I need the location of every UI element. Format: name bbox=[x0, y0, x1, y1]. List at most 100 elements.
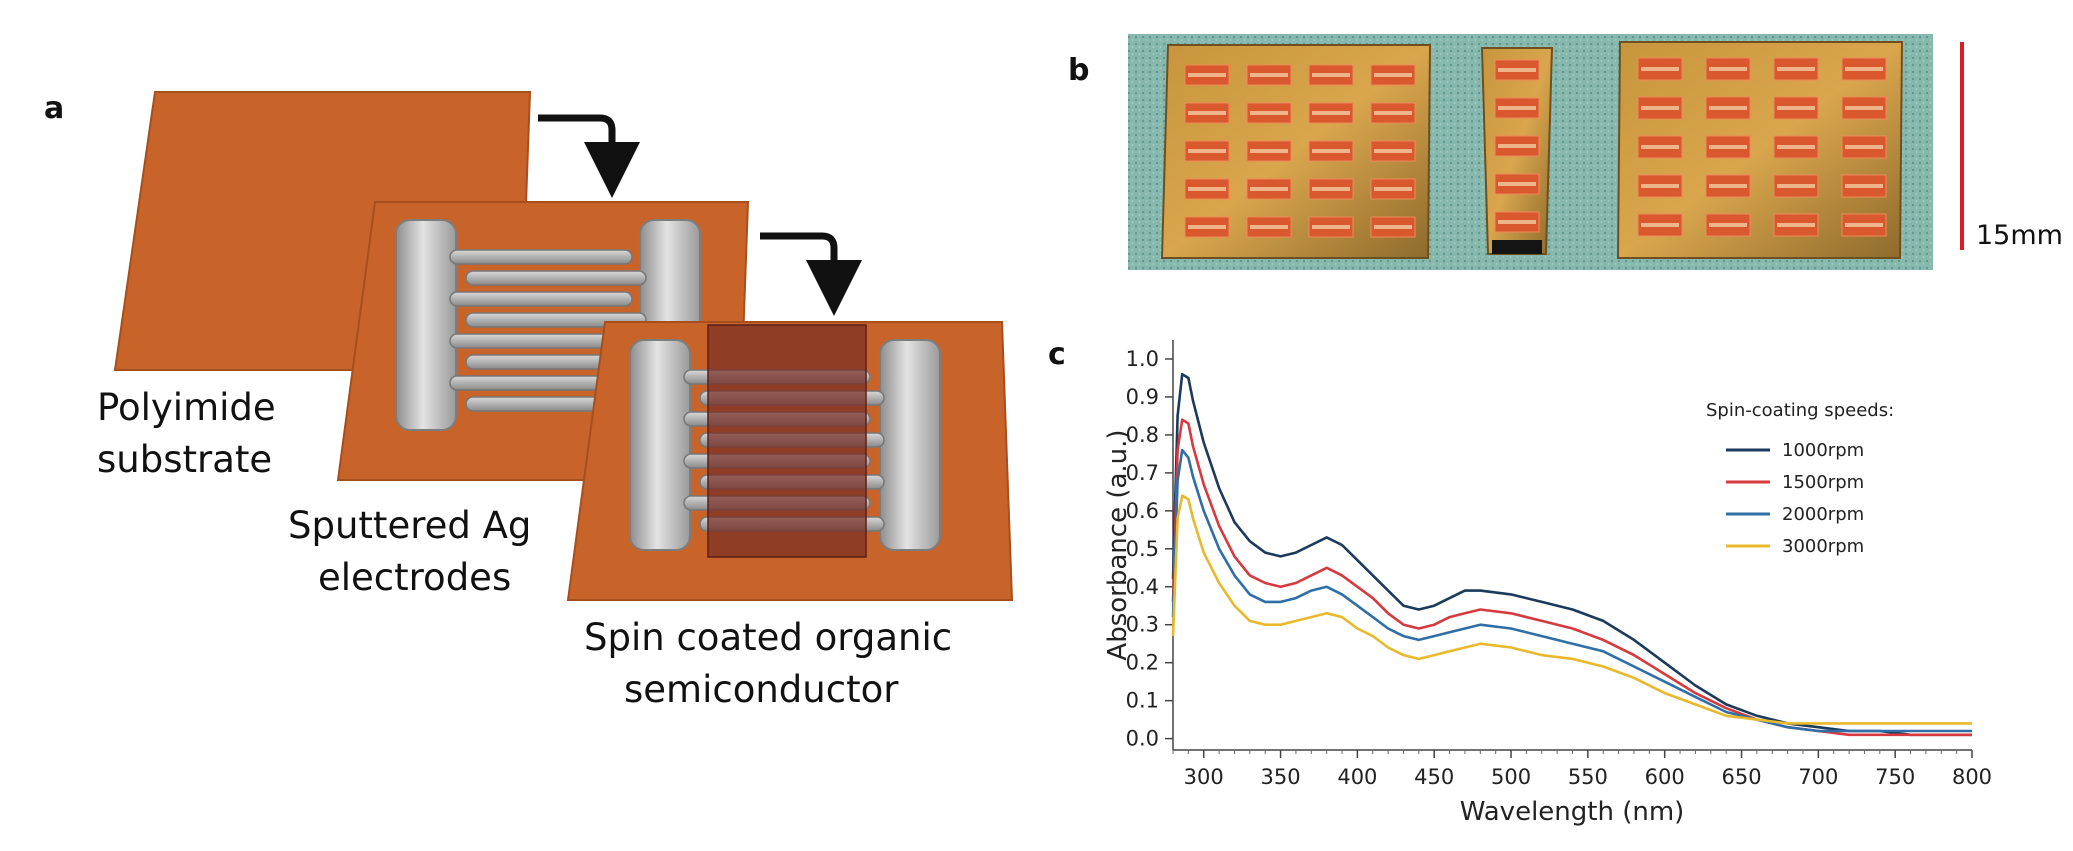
right-array-pad-gap bbox=[1845, 223, 1883, 227]
label-semiconductor-line2: semiconductor bbox=[624, 668, 899, 711]
series-line-3000rpm bbox=[1171, 494, 1972, 725]
right-array-pad-gap bbox=[1641, 145, 1679, 149]
left-array-pad-gap bbox=[1250, 73, 1288, 77]
right-array-pad-gap bbox=[1709, 106, 1747, 110]
left-array-pad-gap bbox=[1312, 149, 1350, 153]
x-tick-label: 550 bbox=[1568, 765, 1608, 789]
right-array-pad-gap bbox=[1777, 67, 1815, 71]
middle-array-pad-gap bbox=[1498, 220, 1536, 224]
right-array-pad-gap bbox=[1641, 184, 1679, 188]
x-tick-label: 600 bbox=[1645, 765, 1685, 789]
middle-array-pad-gap bbox=[1498, 68, 1536, 72]
right-array-pad-gap bbox=[1641, 223, 1679, 227]
left-array-pad-gap bbox=[1188, 149, 1226, 153]
series-line-1000rpm bbox=[1171, 372, 1972, 737]
series-line-1500rpm bbox=[1171, 418, 1972, 737]
left-array-pad-gap bbox=[1188, 225, 1226, 229]
right-array-pad-gap bbox=[1709, 223, 1747, 227]
legend-entry-3000rpm: 3000rpm bbox=[1782, 536, 1864, 557]
label-semiconductor-line1: Spin coated organic bbox=[584, 616, 952, 659]
right-array-pad-gap bbox=[1709, 184, 1747, 188]
x-tick-label: 350 bbox=[1261, 765, 1301, 789]
left-array-pad-gap bbox=[1374, 111, 1412, 115]
left-array-pad-gap bbox=[1312, 225, 1350, 229]
left-array-pad-gap bbox=[1250, 149, 1288, 153]
right-array-pad-gap bbox=[1709, 67, 1747, 71]
y-tick-label: 0.6 bbox=[1126, 499, 1159, 523]
right-array-pad-gap bbox=[1845, 145, 1883, 149]
right-array-pad-gap bbox=[1845, 106, 1883, 110]
process-arrow-1 bbox=[538, 114, 640, 198]
y-tick-label: 0.3 bbox=[1126, 613, 1159, 637]
right-array-pad-gap bbox=[1709, 145, 1747, 149]
left-array-pad-gap bbox=[1188, 111, 1226, 115]
left-array-pad-gap bbox=[1312, 187, 1350, 191]
y-tick-label: 1.0 bbox=[1126, 347, 1159, 371]
y-ticks: 0.0 0.1 0.2 0.3 0.4 0.5 0.6 0.7 0.8 0.9 1.0 bbox=[1126, 347, 1173, 751]
y-tick-label: 0.9 bbox=[1126, 385, 1159, 409]
right-array-pad-gap bbox=[1641, 67, 1679, 71]
x-tick-label: 650 bbox=[1721, 765, 1761, 789]
legend-entry-1500rpm: 1500rpm bbox=[1782, 472, 1864, 493]
right-array-pad-gap bbox=[1777, 145, 1815, 149]
x-tick-label: 450 bbox=[1414, 765, 1454, 789]
process-arrow-2 bbox=[760, 232, 862, 316]
y-tick-label: 0.0 bbox=[1126, 727, 1159, 751]
label-polyimide-line1: Polyimide bbox=[97, 386, 276, 429]
left-array-pad-gap bbox=[1250, 225, 1288, 229]
left-array-pad-gap bbox=[1374, 187, 1412, 191]
semiconductor-layer bbox=[566, 321, 1014, 601]
y-tick-label: 0.5 bbox=[1126, 537, 1159, 561]
y-tick-label: 0.2 bbox=[1126, 651, 1159, 675]
x-axis-title: Wavelength (nm) bbox=[1460, 797, 1685, 827]
y-axis-title: Absorbance (a.u.) bbox=[1103, 429, 1133, 660]
scale-bar-label: 15mm bbox=[1976, 220, 2063, 251]
x-ticks: 300 350 400 450 500 550 600 650 700 750 800 bbox=[1172, 750, 1992, 789]
middle-array-pad-gap bbox=[1498, 106, 1536, 110]
organic-semiconductor-film bbox=[707, 324, 867, 558]
x-tick-label: 500 bbox=[1491, 765, 1531, 789]
x-tick-label: 700 bbox=[1798, 765, 1838, 789]
left-array-pad-gap bbox=[1374, 149, 1412, 153]
left-array-pad-gap bbox=[1188, 187, 1226, 191]
left-array-pad-gap bbox=[1374, 73, 1412, 77]
chart-legend: Spin-coating speeds: 1000rpm 1500rpm 2000r… bbox=[1706, 400, 1894, 557]
x-tick-label: 300 bbox=[1184, 765, 1224, 789]
panel-a-letter: a bbox=[44, 91, 64, 126]
legend-entry-2000rpm: 2000rpm bbox=[1782, 504, 1864, 525]
legend-entry-1000rpm: 1000rpm bbox=[1782, 440, 1864, 461]
middle-array-pad-gap bbox=[1498, 182, 1536, 186]
x-tick-label: 750 bbox=[1875, 765, 1915, 789]
y-tick-label: 0.8 bbox=[1126, 423, 1159, 447]
right-array-pad-gap bbox=[1845, 67, 1883, 71]
right-array-pad-gap bbox=[1641, 106, 1679, 110]
device-photograph bbox=[1128, 34, 1933, 270]
left-array-pad-gap bbox=[1250, 111, 1288, 115]
left-array-pad-gap bbox=[1374, 225, 1412, 229]
x-tick-label: 800 bbox=[1952, 765, 1992, 789]
sensor-array-middle bbox=[1480, 47, 1554, 255]
middle-array-pad-gap bbox=[1498, 144, 1536, 148]
series-line-2000rpm bbox=[1171, 448, 1972, 733]
absorbance-chart: 300 350 400 450 500 550 600 650 700 750 800 0.0 0.1… bbox=[1103, 340, 1992, 827]
panel-c-letter: c bbox=[1048, 337, 1066, 372]
right-array-pad-gap bbox=[1777, 184, 1815, 188]
sensor-array-right bbox=[1616, 41, 1904, 259]
sensor-array-left bbox=[1160, 44, 1432, 259]
right-array-pad-gap bbox=[1777, 106, 1815, 110]
left-array-pad-gap bbox=[1188, 73, 1226, 77]
panel-a: a bbox=[44, 91, 1014, 711]
panel-b: b 15mm bbox=[1068, 34, 2063, 270]
left-array-pad-gap bbox=[1312, 73, 1350, 77]
x-tick-label: 400 bbox=[1337, 765, 1377, 789]
y-tick-label: 0.7 bbox=[1126, 461, 1159, 485]
series-lines bbox=[1171, 372, 1972, 737]
label-ag-electrodes-line2: electrodes bbox=[318, 556, 511, 599]
right-array-pad-gap bbox=[1845, 184, 1883, 188]
y-tick-label: 0.1 bbox=[1126, 689, 1159, 713]
legend-title: Spin-coating speeds: bbox=[1706, 400, 1894, 421]
y-tick-label: 0.4 bbox=[1126, 575, 1159, 599]
left-array-pad-gap bbox=[1312, 111, 1350, 115]
